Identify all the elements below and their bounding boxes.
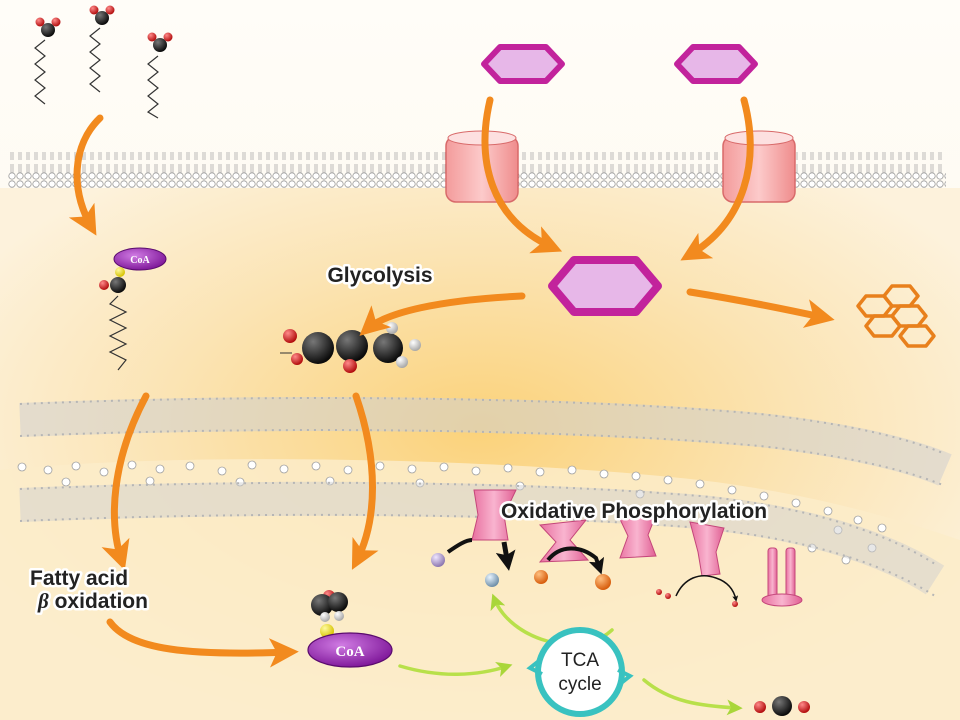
oxidative-phosphorylation-label: Oxidative Phosphorylation [501,500,767,523]
glucose-hexagon-right [674,44,758,84]
glycolysis-label: Glycolysis [327,264,432,287]
tca-to-co2-arrow [642,678,743,716]
acyl-coa-molecule: CoA [99,247,167,371]
coa-small-label: CoA [130,255,150,266]
co2-molecule [754,696,810,716]
glycogen-hexagons [856,284,936,348]
glucose-transport-arrow-right [680,96,754,261]
electron-transport-complexes [471,489,803,607]
acetyl-coa-molecule: CoA [307,590,393,668]
coa-large-label: CoA [335,644,364,660]
glucose-transport-arrow-left [481,96,563,254]
pyruvate-molecule [280,322,421,373]
tca-label-line1: TCA [561,650,599,671]
beta-oxidation-arrow [106,618,299,668]
mitochondrial-inner-membrane [19,481,945,597]
beta-oxidation-label: β oxidation [37,589,148,613]
fatty-acid-molecules [34,5,173,119]
electron-carriers [431,538,739,607]
glucose-transporter-right [722,130,796,203]
fatty-acid-uptake-arrow [68,114,104,236]
acetyl-coa-to-tca-arrow [398,662,513,677]
fatty-acid-label-line1: Fatty acid [30,567,128,590]
glycolysis-arrow [359,292,526,336]
tca-label-line2: cycle [558,674,601,695]
glycogen-synthesis-arrow [686,288,835,328]
beta-oxidation-text: oxidation [49,590,148,613]
beta-symbol: β [37,589,49,613]
intracellular-glucose-hexagon [548,256,662,316]
tca-cycle-node: TCA cycle [526,627,634,717]
pyruvate-import-arrow [351,392,379,570]
pathway-arrows [68,96,835,668]
glucose-hexagon-left [481,44,565,84]
acyl-coa-import-arrow [101,392,150,571]
mitochondrial-outer-membrane [19,397,952,487]
